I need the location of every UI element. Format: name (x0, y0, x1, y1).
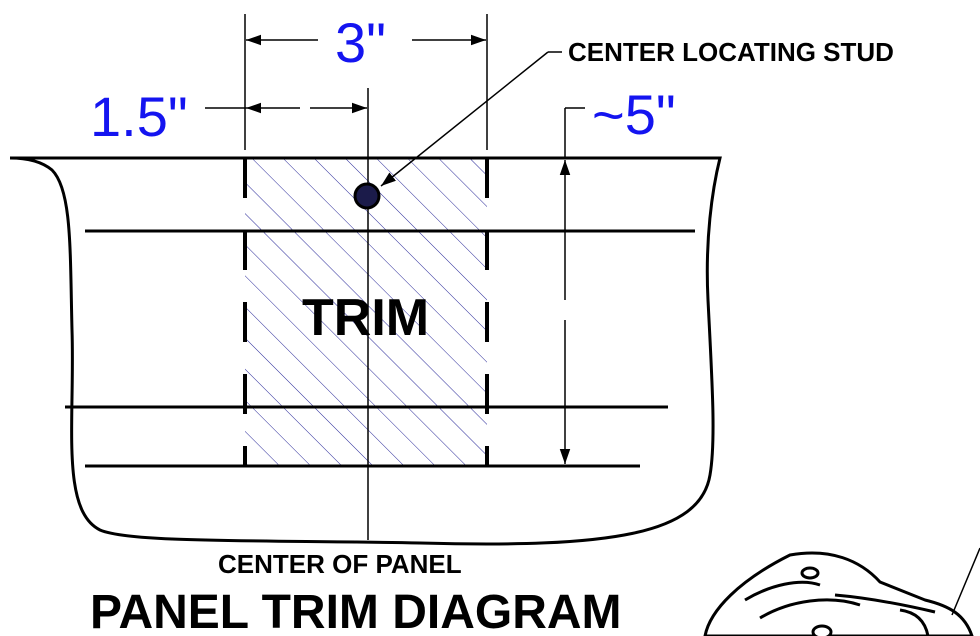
center-of-panel-label: CENTER OF PANEL (218, 549, 462, 579)
dim-height-label: ~5" (592, 83, 676, 146)
dim-width-label: 3" (335, 11, 386, 74)
diagram-title: PANEL TRIM DIAGRAM (90, 586, 622, 636)
dim-offset-label: 1.5" (90, 85, 188, 148)
clip-part-illustration (703, 551, 974, 636)
trim-label: TRIM (302, 289, 429, 347)
stud-leader-line (380, 51, 549, 187)
panel-outline (9, 156, 722, 546)
stud-label: CENTER LOCATING STUD (568, 37, 894, 67)
locating-stud (353, 182, 381, 210)
part-leader-line (951, 547, 980, 616)
